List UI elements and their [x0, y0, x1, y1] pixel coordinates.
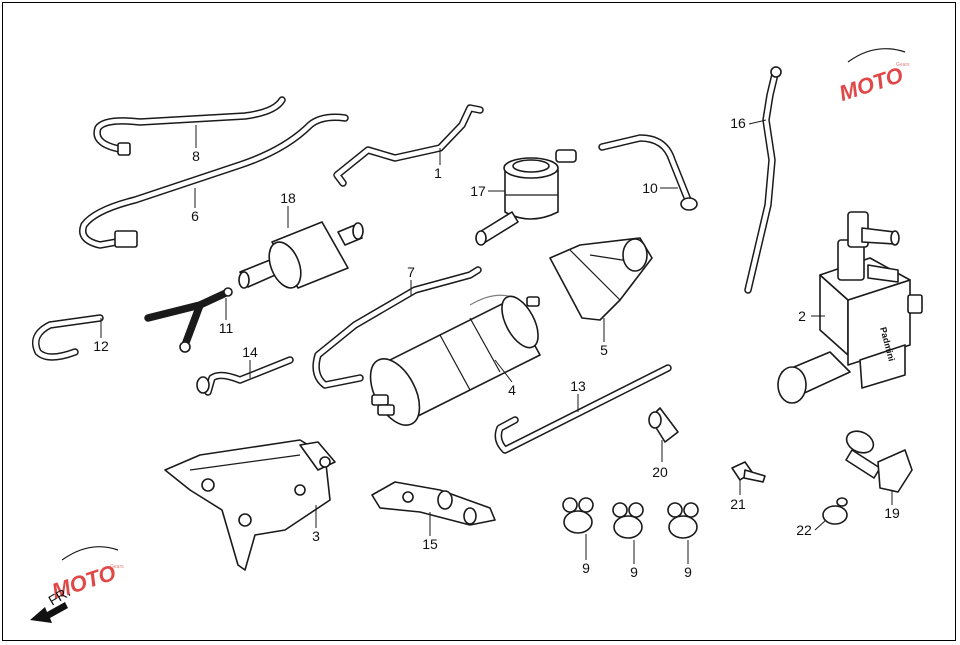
callout-2: 2: [798, 308, 806, 324]
callout-9a: 9: [582, 560, 590, 576]
callout-labels: 8 6 1 17 10 16 2 18 11 12 14 7 4 5 13 20…: [93, 115, 900, 580]
part-6-hose: [79, 113, 349, 249]
callout-18: 18: [280, 190, 296, 206]
callout-13: 13: [570, 378, 586, 394]
part-17-canister: [475, 149, 577, 246]
part-1-pipe: [333, 104, 484, 187]
part-19-bolt: [845, 430, 913, 493]
callout-15: 15: [422, 536, 438, 552]
part-11-connector: [144, 287, 233, 353]
part-20-grommet: [648, 407, 679, 443]
callout-20: 20: [652, 464, 668, 480]
callout-12: 12: [93, 338, 109, 354]
part-18-filter: [238, 221, 364, 289]
callout-9c: 9: [684, 564, 692, 580]
part-22-clip: [822, 497, 848, 525]
part-16-rod: [744, 66, 782, 294]
part-9-clamp-b: [612, 502, 644, 539]
watermark-sub: Gears: [896, 62, 910, 68]
callout-16: 16: [730, 115, 746, 131]
part-9-clamp-c: [667, 502, 699, 539]
part-5-cover: [549, 237, 653, 321]
leader-lines: [100, 119, 893, 564]
part-3-bracket: [164, 439, 336, 571]
part-9-clamp-a: [562, 497, 594, 534]
watermark-brand: MOTO: [836, 62, 906, 106]
part-12-hose: [32, 314, 104, 361]
watermark-sub-bottom: Gears: [110, 564, 124, 570]
callout-1: 1: [434, 165, 442, 181]
part-7-pipe: [312, 266, 482, 389]
callout-8: 8: [192, 148, 200, 164]
callout-5: 5: [600, 342, 608, 358]
callout-10: 10: [642, 180, 658, 196]
callout-6: 6: [191, 208, 199, 224]
callout-19: 19: [884, 505, 900, 521]
callout-7: 7: [407, 264, 415, 280]
callout-9b: 9: [630, 564, 638, 580]
part-15-bracket: [371, 481, 496, 526]
callout-21: 21: [730, 496, 746, 512]
watermark-top-right: MOTO Gears: [836, 48, 910, 106]
part-2-valve: Padmini: [777, 211, 923, 404]
part-21-bolt: [731, 461, 766, 483]
part-4-pump: [369, 295, 541, 426]
part-8-hose: [93, 96, 286, 156]
callout-22: 22: [796, 522, 812, 538]
callout-4: 4: [508, 382, 516, 398]
callout-3: 3: [312, 528, 320, 544]
callout-14: 14: [242, 344, 258, 360]
part-13-bar: [494, 364, 672, 454]
callout-17: 17: [470, 183, 486, 199]
callout-11: 11: [219, 320, 234, 336]
part-10-hose: [598, 134, 698, 211]
part-14-hose: [196, 356, 294, 396]
